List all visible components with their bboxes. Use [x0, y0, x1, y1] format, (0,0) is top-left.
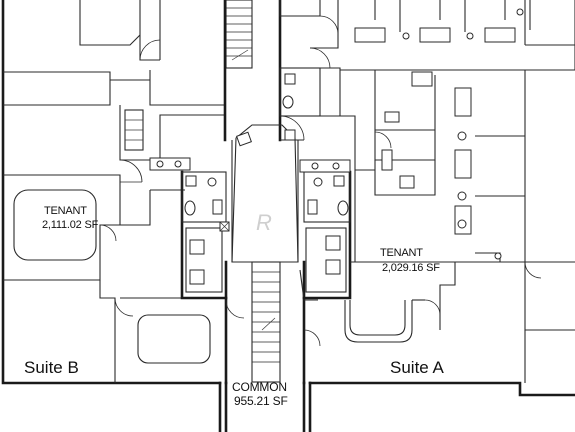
suite-a-label: Suite A — [390, 358, 445, 377]
suite-b-walls — [3, 0, 226, 383]
common-area: 955.21 SF — [234, 394, 288, 408]
lower-stair — [252, 271, 280, 363]
central-core — [180, 0, 352, 385]
watermark-letter: R — [256, 210, 272, 235]
suite-b-label: Suite B — [24, 358, 79, 377]
tenant-right-name: TENANT — [380, 247, 423, 259]
labels: TENANT 2,111.02 SF TENANT 2,029.16 SF CO… — [24, 205, 445, 408]
tenant-right-area: 2,029.16 SF — [382, 262, 440, 274]
common-name: COMMON — [232, 380, 287, 394]
tenant-left-area: 2,111.02 SF — [42, 219, 99, 231]
tenant-left-name: TENANT — [44, 205, 87, 217]
upper-stair — [226, 7, 252, 61]
suite-a-walls — [279, 0, 575, 383]
